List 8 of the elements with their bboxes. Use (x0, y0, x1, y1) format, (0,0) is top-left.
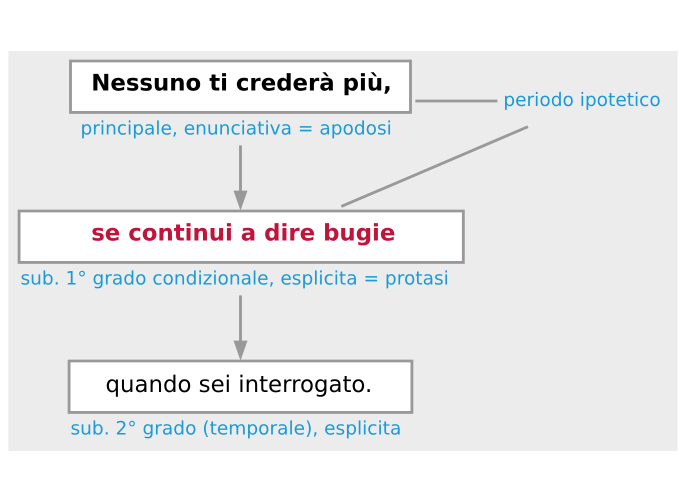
arrow (233, 295, 248, 361)
arrow (233, 145, 248, 211)
node-label: sub. 1° grado condizionale, esplicita = protasi (20, 268, 449, 290)
node-text: periodo ipotetico (503, 90, 661, 111)
node-label: principale, enunciativa = apodosi (80, 118, 392, 140)
connector (340, 125, 528, 208)
connector (415, 100, 498, 102)
node-label: sub. 2° grado (temporale), esplicita (70, 418, 402, 440)
